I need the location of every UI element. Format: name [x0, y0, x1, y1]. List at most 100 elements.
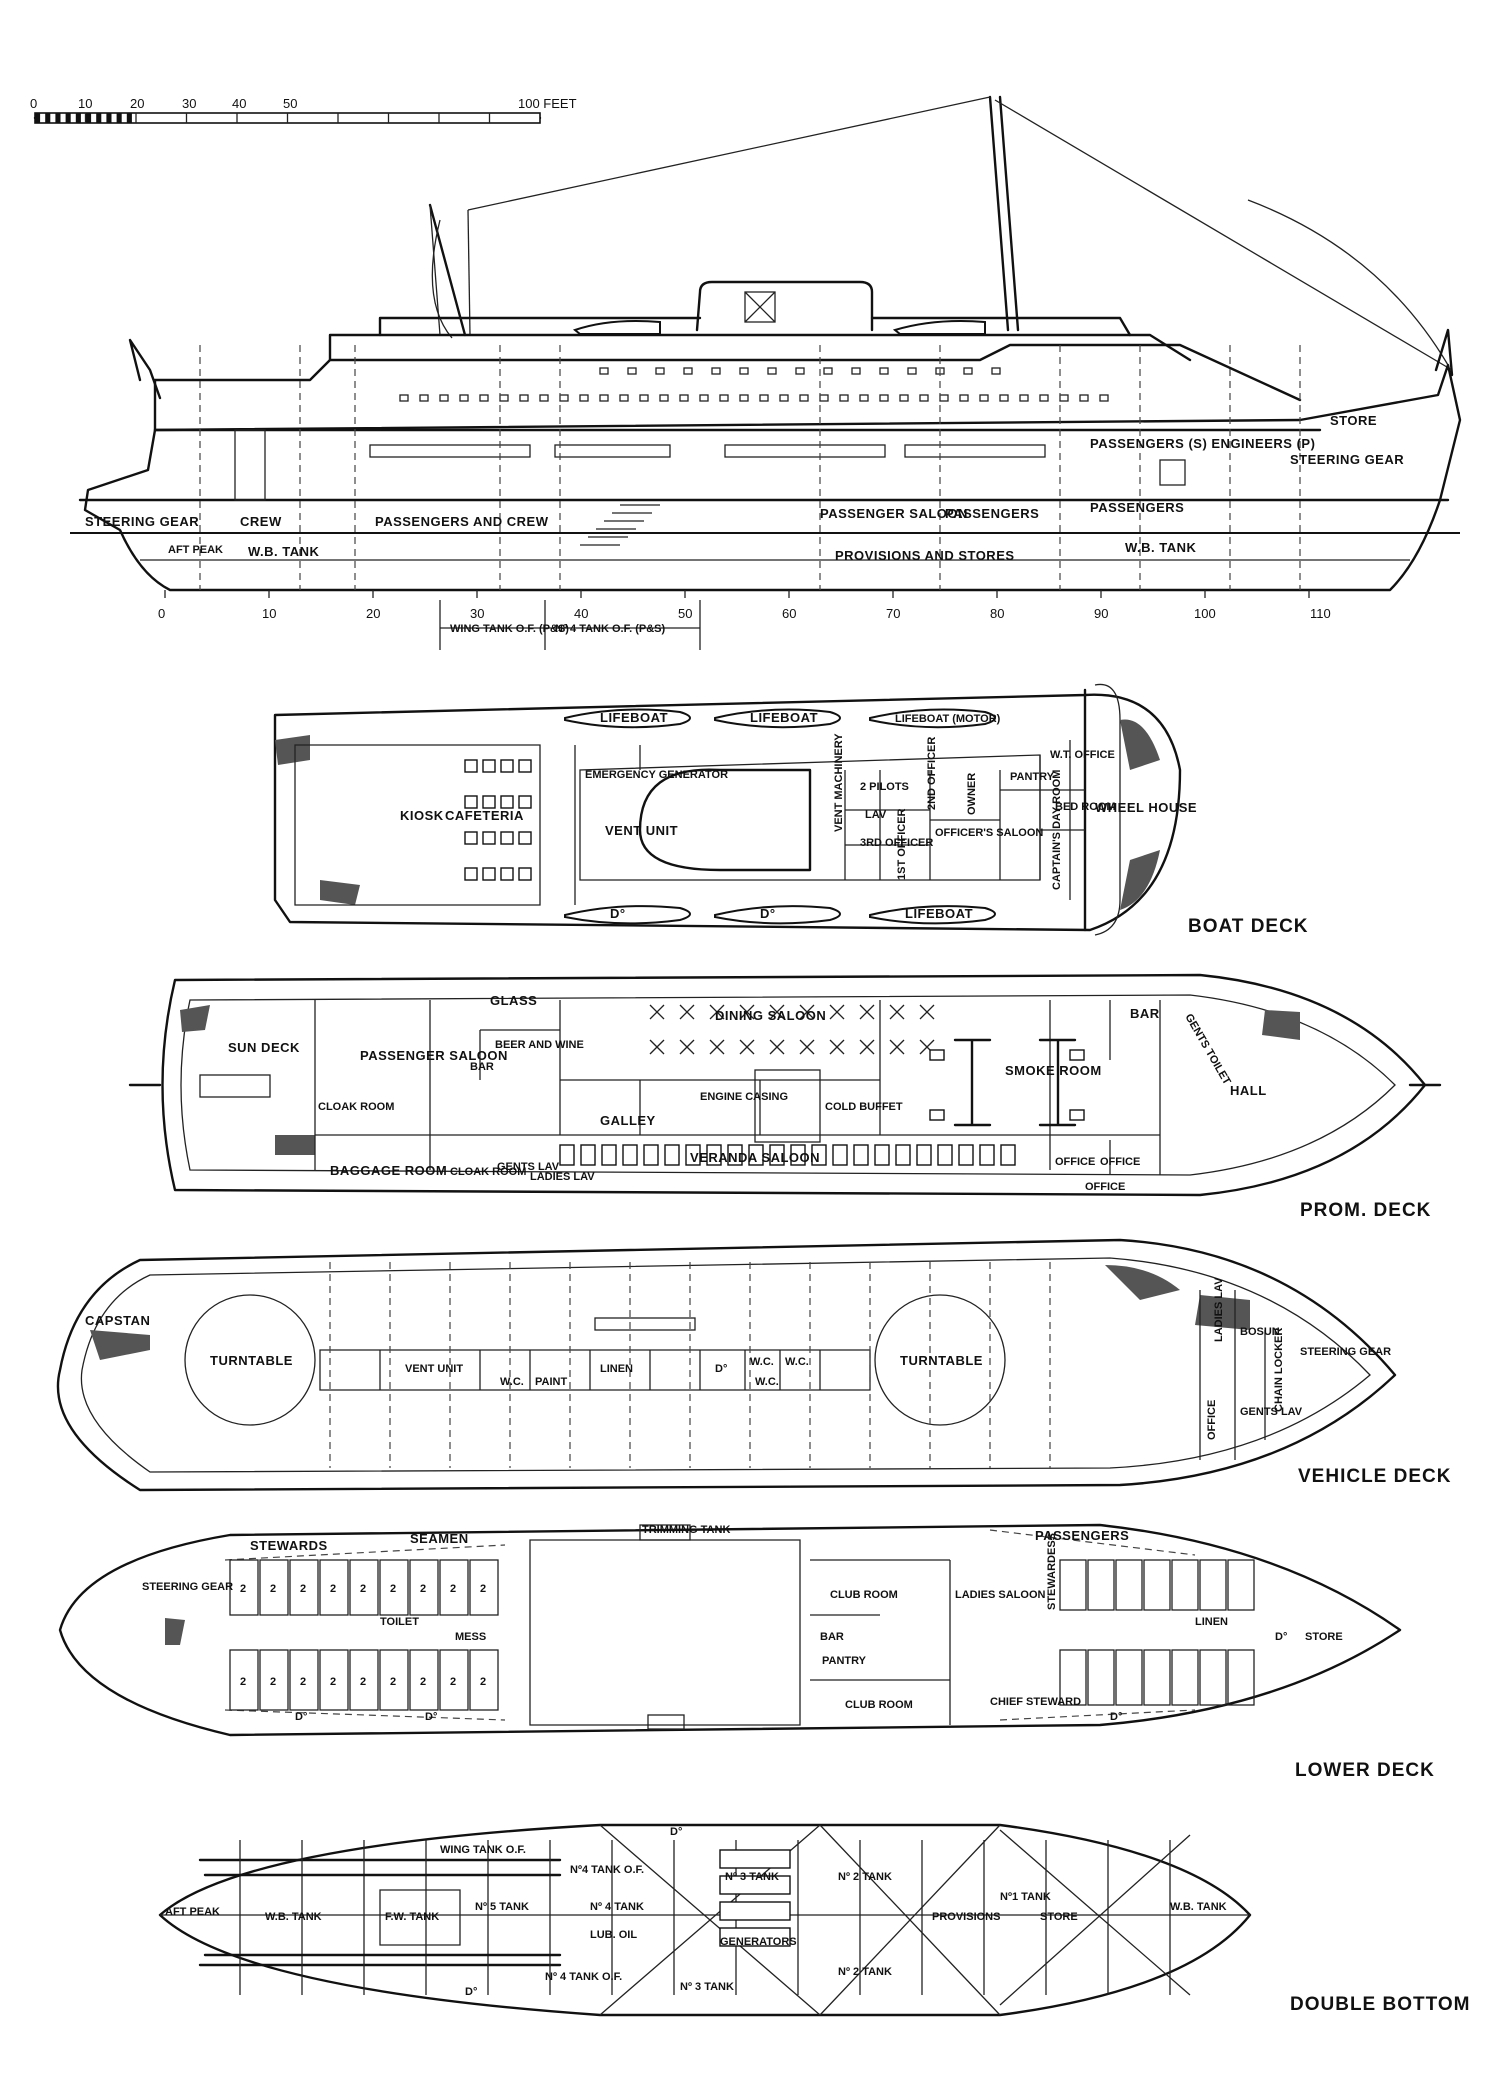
boat-ditto-2: D°	[760, 906, 776, 921]
prom-beer-and-wine: BEER AND WINE	[495, 1039, 584, 1051]
porthole	[991, 367, 1001, 375]
porthole	[659, 394, 669, 402]
scale-cell	[86, 113, 92, 123]
vehicle-steering-gear: STEERING GEAR	[1300, 1346, 1391, 1358]
cabin-berth-count: 2	[240, 1676, 246, 1688]
lower-toilet: TOILET	[380, 1616, 419, 1628]
boat-captains-day-room: CAPTAIN'S DAY ROOM	[1051, 770, 1063, 890]
porthole	[419, 394, 429, 402]
db-ditto-1: D°	[670, 1826, 682, 1838]
cafeteria-seat	[518, 759, 532, 773]
profile-wb-tank-fwd: W.B. TANK	[1125, 540, 1197, 555]
dining-table	[829, 1039, 845, 1055]
passenger-cabin	[1171, 1649, 1199, 1706]
porthole	[539, 394, 549, 402]
veranda-seat	[622, 1144, 638, 1166]
scale-cell	[126, 113, 132, 123]
porthole	[639, 394, 649, 402]
crew-cabin	[259, 1559, 289, 1616]
porthole	[963, 367, 973, 375]
porthole	[767, 367, 777, 375]
cabin-berth-count: 2	[270, 1583, 276, 1595]
veranda-seat	[685, 1144, 701, 1166]
tank-diagonal	[999, 1829, 1191, 1996]
dining-table	[889, 1004, 905, 1020]
scale-tick-20: 20	[130, 96, 144, 111]
lower-stewards: STEWARDS	[250, 1538, 328, 1553]
prom-office-2: OFFICE	[1100, 1156, 1140, 1168]
cabin-berth-count: 2	[480, 1583, 486, 1595]
cafeteria-seat	[482, 867, 496, 881]
vehicle-chain-locker: CHAIN LOCKER	[1273, 1328, 1285, 1412]
passenger-cabin	[1199, 1559, 1227, 1611]
crew-cabin	[439, 1559, 469, 1616]
cafeteria-seat	[500, 867, 514, 881]
passenger-cabin	[1059, 1649, 1087, 1706]
veranda-seat	[790, 1144, 806, 1166]
prom-office-1: OFFICE	[1055, 1156, 1095, 1168]
scale-end-label: 100 FEET	[518, 96, 577, 111]
frame-tick-30: 30	[470, 606, 484, 621]
dining-table	[709, 1039, 725, 1055]
porthole	[519, 394, 529, 402]
cafeteria-seat	[464, 867, 478, 881]
smoke-room-table	[929, 1109, 945, 1121]
dining-table	[739, 1039, 755, 1055]
porthole	[699, 394, 709, 402]
cafeteria-seat	[500, 759, 514, 773]
prom-dining-saloon: DINING SALOON	[715, 1008, 826, 1023]
profile-passengers-engineers: PASSENGERS (S) ENGINEERS (P)	[1090, 436, 1315, 451]
frame-tick-40: 40	[574, 606, 588, 621]
engine-block	[719, 1901, 791, 1921]
porthole	[739, 394, 749, 402]
vehicle-deck-title: VEHICLE DECK	[1298, 1466, 1451, 1487]
vehicle-gents-lav: GENTS LAV	[1240, 1406, 1303, 1418]
passenger-cabin	[1115, 1649, 1143, 1706]
profile-passengers-mid: PASSENGERS	[945, 506, 1039, 521]
scale-bar: 0 10 20 30 40 50 100 FEET	[30, 96, 577, 124]
passenger-cabin	[1059, 1559, 1087, 1611]
porthole	[399, 394, 409, 402]
cafeteria-seat	[482, 795, 496, 809]
scale-cell	[106, 113, 112, 123]
db-lub-oil: LUB. OIL	[590, 1929, 637, 1941]
crew-cabin	[409, 1559, 439, 1616]
dining-table	[649, 1004, 665, 1020]
vehicle-wc-4: W.C.	[755, 1376, 779, 1388]
dining-table	[919, 1004, 935, 1020]
boat-wt-office: W.T. OFFICE	[1050, 749, 1115, 761]
dining-table	[859, 1039, 875, 1055]
veranda-seat	[727, 1144, 743, 1166]
porthole	[907, 367, 917, 375]
porthole	[627, 367, 637, 375]
scale-tick-50: 50	[283, 96, 297, 111]
porthole	[899, 394, 909, 402]
db-no5-tank: Nº 5 TANK	[475, 1901, 529, 1913]
boat-deck-plan: KIOSK CAFETERIA EMERGENCY GENERATOR VENT…	[273, 683, 1309, 937]
prom-bar-aft: BAR	[470, 1061, 494, 1073]
veranda-seat	[853, 1144, 869, 1166]
porthole	[795, 367, 805, 375]
db-wing-tank-of: WING TANK O.F.	[440, 1844, 526, 1856]
crew-cabin	[229, 1649, 259, 1711]
porthole	[819, 394, 829, 402]
profile-aft-peak: AFT PEAK	[168, 544, 223, 556]
profile-steering-gear-aft: STEERING GEAR	[85, 514, 199, 529]
boat-deck-title: BOAT DECK	[1188, 916, 1309, 937]
prom-veranda-saloon: VERANDA SALOON	[690, 1150, 820, 1165]
porthole	[919, 394, 929, 402]
prom-passenger-saloon: PASSENGER SALOON	[360, 1048, 508, 1063]
porthole	[439, 394, 449, 402]
porthole	[683, 367, 693, 375]
db-no4-tank-of-2: Nº 4 TANK O.F.	[545, 1971, 622, 1983]
porthole	[499, 394, 509, 402]
porthole	[619, 394, 629, 402]
boat-pantry: PANTRY	[1010, 771, 1055, 783]
db-generators: GENERATORS	[720, 1936, 797, 1948]
prom-cold-buffet: COLD BUFFET	[825, 1101, 903, 1113]
boat-emergency-generator: EMERGENCY GENERATOR	[585, 769, 728, 781]
porthole	[1019, 394, 1029, 402]
scale-cell	[35, 113, 41, 123]
veranda-seat	[874, 1144, 890, 1166]
